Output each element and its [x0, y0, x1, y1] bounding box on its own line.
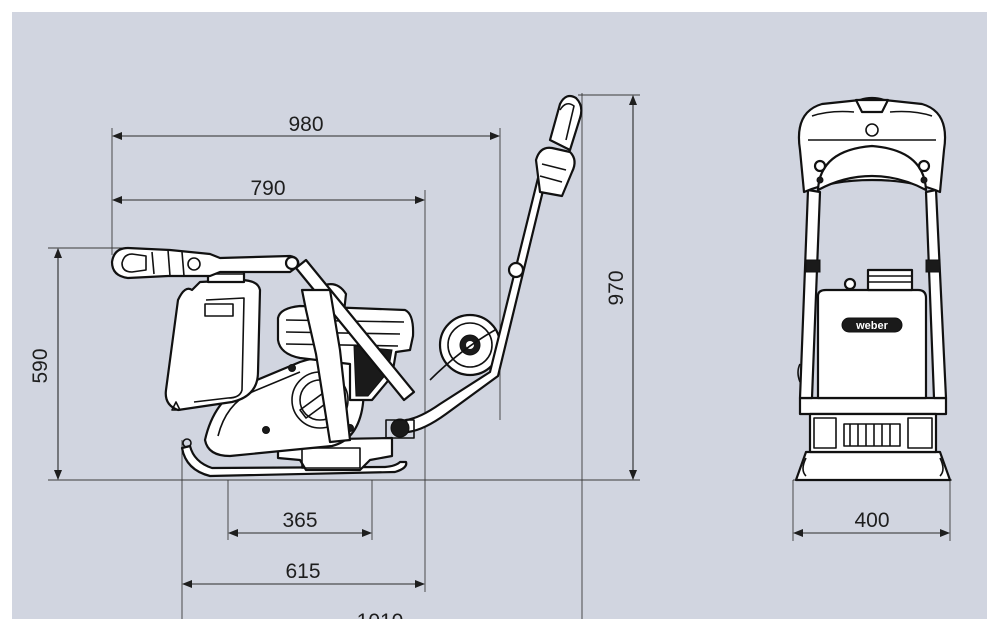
dim-365-label: 365	[282, 509, 317, 532]
dim-590-label: 590	[29, 348, 52, 383]
dim-790-label: 790	[250, 177, 285, 200]
dim-1010-label: 1010	[357, 610, 404, 619]
plate-compactor-side-view	[110, 94, 583, 478]
dim-970-label: 970	[605, 270, 628, 305]
water-tank	[164, 278, 262, 412]
front-handle	[110, 246, 300, 280]
brand-logo-plate	[841, 317, 903, 333]
guide-handle	[404, 168, 550, 434]
dim-400-label: 400	[854, 509, 889, 532]
brand-logo: weber	[855, 320, 889, 332]
front-water-tank	[816, 288, 928, 400]
dimension-labels: 980 790 590 970 365 615 1010 400	[29, 113, 890, 619]
plate-compactor-front-view: weber	[794, 96, 952, 482]
front-base-plate	[794, 450, 952, 482]
dimension-lines	[48, 93, 952, 619]
dim-980-label: 980	[288, 113, 323, 136]
dim-615-label: 615	[285, 560, 320, 583]
